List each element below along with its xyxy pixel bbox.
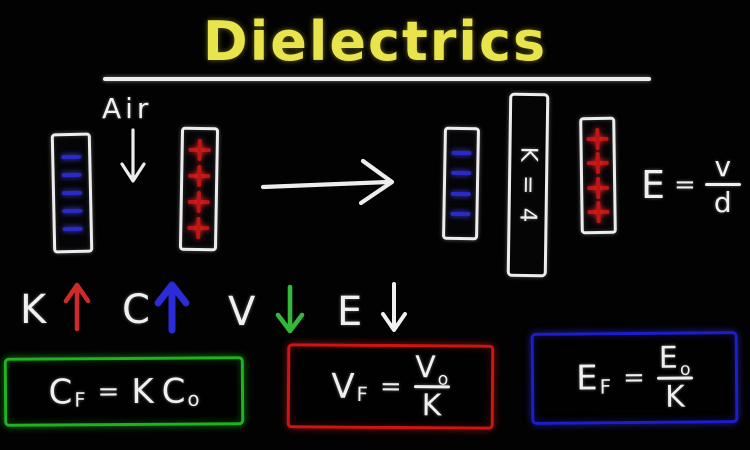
fraction-denominator: d <box>713 186 732 220</box>
negative-plate-after <box>442 126 480 241</box>
minus-charge-icon <box>451 171 472 176</box>
trend-symbol-c: C <box>122 287 150 333</box>
plus-charge-icon <box>587 201 609 223</box>
equals-sign: = <box>674 169 696 200</box>
equals-sign: = <box>379 371 402 402</box>
fraction: Vo K <box>413 349 450 424</box>
minus-charge-icon <box>61 172 82 178</box>
formula-lhs: C <box>48 371 73 413</box>
formula-lhs: E <box>641 162 666 207</box>
fraction-numerator: Vo <box>415 349 449 390</box>
page-title: Dielectrics <box>202 10 548 73</box>
minus-charge-icon <box>450 191 471 196</box>
positive-plate-before <box>178 126 220 252</box>
formula-rhs-subscript: o <box>187 387 200 411</box>
up-arrow-icon <box>63 282 91 332</box>
minus-charge-icon <box>62 208 83 214</box>
plus-charge-icon <box>188 165 210 187</box>
negative-plate-before <box>50 132 94 254</box>
minus-charge-icon <box>61 154 82 160</box>
minus-charge-icon <box>61 190 83 196</box>
fraction: v d <box>704 150 741 220</box>
field-definition-formula: E = v d <box>641 152 741 218</box>
minus-charge-icon <box>450 211 471 216</box>
formula-lhs: V <box>331 366 355 407</box>
formula-lhs: E <box>576 358 598 399</box>
fraction-bar <box>704 183 741 187</box>
plus-charge-icon <box>587 177 609 199</box>
formula-lhs-subscript: F <box>356 383 368 407</box>
formula-lhs-subscript: F <box>74 388 86 412</box>
formula-coefficient: K <box>131 371 154 412</box>
plus-charge-icon <box>586 127 608 149</box>
formula-rhs: C <box>161 371 186 412</box>
dielectric-constant-label: K = 4 <box>514 146 542 226</box>
fraction-denominator: K <box>664 379 685 415</box>
down-arrow-icon <box>275 284 305 334</box>
positive-plate-after <box>579 116 617 235</box>
trend-symbol-k: K <box>20 287 47 333</box>
equals-sign: = <box>622 362 645 394</box>
down-arrow-icon <box>120 128 146 183</box>
minus-charge-icon <box>451 151 472 156</box>
minus-charge-icon <box>62 226 83 232</box>
plus-charge-icon <box>187 217 209 239</box>
right-arrow-icon <box>260 158 395 206</box>
plus-charge-icon <box>587 152 609 174</box>
up-arrow-icon <box>154 281 190 334</box>
medium-label: Air <box>102 92 153 125</box>
down-arrow-icon <box>381 282 407 332</box>
fraction-denominator: K <box>421 388 442 424</box>
trend-symbol-e: E <box>337 289 363 335</box>
equals-sign: = <box>97 376 120 407</box>
formula-lhs-subscript: F <box>599 374 612 399</box>
fraction-numerator: v <box>714 150 732 183</box>
trend-symbol-v: V <box>228 289 256 335</box>
dielectric-slab: K = 4 <box>506 92 550 278</box>
title-underline <box>103 77 651 81</box>
plus-charge-icon <box>188 139 210 161</box>
plus-charge-icon <box>188 191 210 213</box>
